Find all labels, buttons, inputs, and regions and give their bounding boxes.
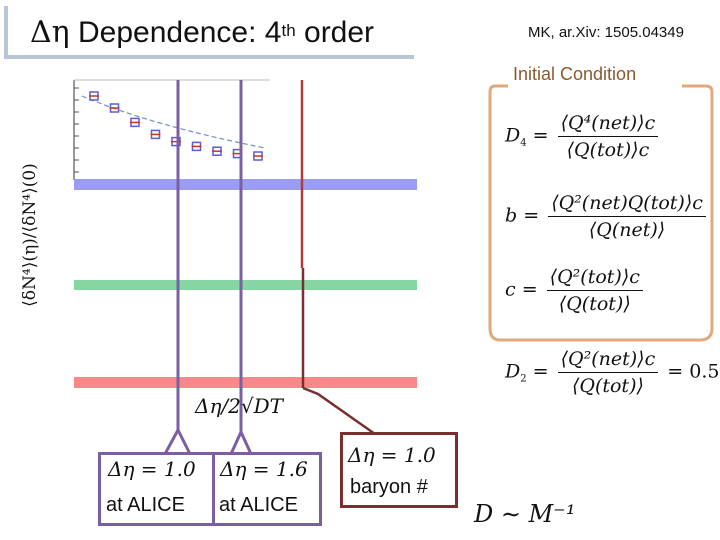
formula-d2-rhs: = 0.5 bbox=[667, 360, 720, 383]
formula-d2-numerator: ⟨Q²(net)⟩c bbox=[557, 348, 659, 373]
alice-delta-1-6-box bbox=[212, 452, 322, 526]
formula-d4: D4 = ⟨Q⁴(net)⟩c⟨Q(tot)⟩c bbox=[505, 112, 661, 161]
baryon-text: baryon # bbox=[350, 476, 428, 498]
title-symbol: Δη bbox=[30, 15, 70, 50]
title-underline bbox=[4, 55, 414, 59]
formula-d4-lhs: D bbox=[505, 124, 521, 147]
alice-delta-1-6-text: at ALICE bbox=[219, 494, 298, 516]
formula-d4-numerator: ⟨Q⁴(net)⟩c bbox=[557, 112, 659, 137]
model-curve bbox=[81, 95, 266, 149]
initial-condition-outline bbox=[488, 84, 714, 342]
baryon-box bbox=[340, 432, 458, 508]
band-green bbox=[74, 280, 417, 290]
formula-c: c = ⟨Q²(tot)⟩c⟨Q(tot)⟩ bbox=[505, 266, 646, 315]
band-blue bbox=[74, 179, 417, 190]
alice-delta-1-0-pointer-right bbox=[176, 429, 192, 455]
alice-delta-1-0-text: at ALICE bbox=[106, 494, 185, 516]
plot-frame bbox=[73, 79, 270, 180]
alice-delta-1-0-math: Δη = 1.0 bbox=[108, 457, 196, 481]
formula-d2-lhs: D bbox=[505, 360, 521, 383]
plot-x-label: Δη/2√DT bbox=[195, 394, 284, 418]
slide-title: Δη Dependence: 4th order bbox=[30, 14, 374, 52]
formula-d2-denominator: ⟨Q(tot)⟩ bbox=[571, 375, 644, 397]
plot-y-ticks bbox=[74, 87, 79, 173]
formula-d2: D2 = ⟨Q²(net)⟩c⟨Q(tot)⟩ = 0.5 bbox=[505, 348, 720, 397]
alice-delta-1-6-pointer-right bbox=[239, 431, 253, 455]
alice-delta-1-0-pointer bbox=[98, 80, 180, 456]
formula-b-numerator: ⟨Q²(net)Q(tot)⟩c bbox=[548, 192, 706, 217]
formula-d2-sub: 2 bbox=[520, 373, 527, 385]
alice-delta-1-0-box bbox=[98, 452, 213, 526]
title-superscript: th bbox=[281, 21, 296, 40]
formula-c-numerator: ⟨Q²(tot)⟩c bbox=[546, 266, 643, 291]
formula-scaling: D ∼ M⁻¹ bbox=[474, 500, 576, 528]
formula-d4-denominator: ⟨Q(tot)⟩c bbox=[566, 139, 650, 161]
alice-delta-1-6-math: Δη = 1.6 bbox=[220, 457, 308, 481]
reference-citation: MK, ar.Xiv: 1505.04349 bbox=[528, 24, 684, 41]
formula-b-denominator: ⟨Q(net)⟩ bbox=[588, 219, 666, 241]
title-end: order bbox=[295, 16, 375, 49]
baryon-pointer-tail bbox=[302, 386, 376, 436]
formula-b-lhs: b bbox=[505, 204, 518, 227]
formula-d4-sub: 4 bbox=[520, 137, 527, 149]
formula-c-lhs: c bbox=[505, 278, 516, 301]
data-points bbox=[89, 91, 263, 161]
title-main: Dependence: 4 bbox=[69, 16, 282, 49]
initial-condition-label: Initial Condition bbox=[513, 64, 637, 84]
formula-b: b = ⟨Q²(net)Q(tot)⟩c⟨Q(net)⟩ bbox=[505, 192, 709, 241]
formula-c-denominator: ⟨Q(tot)⟩ bbox=[558, 293, 631, 315]
title-accent-bar bbox=[4, 6, 8, 58]
plot-y-label: ⟨δN⁴⟩(η)/⟨δN⁴⟩(0) bbox=[20, 163, 40, 307]
band-red bbox=[74, 377, 417, 388]
baryon-math: Δη = 1.0 bbox=[348, 443, 436, 467]
